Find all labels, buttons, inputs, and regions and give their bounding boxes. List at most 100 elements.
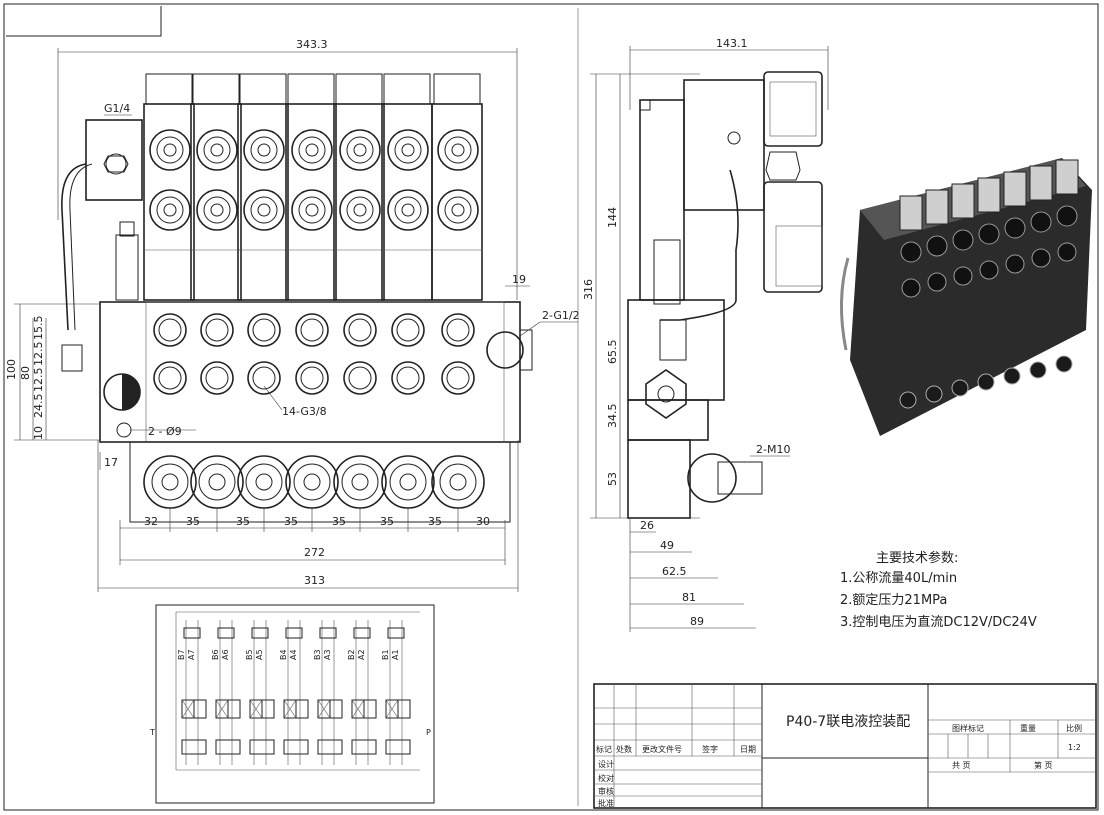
inlet-port-icon — [486, 331, 524, 369]
dim-2m10: 2-M10 — [756, 443, 790, 456]
iso-coil — [1029, 165, 1053, 201]
section-label: A6 — [221, 649, 230, 660]
port-box — [217, 627, 235, 639]
iso-port-icon — [1030, 211, 1052, 233]
iso-port-icon — [927, 272, 947, 292]
hdr-change-doc: 更改文件号 — [642, 744, 682, 754]
spool-box — [397, 699, 411, 719]
coil-port-icon — [387, 189, 429, 231]
sheets-total: 共 页 — [952, 761, 971, 770]
solenoid-head — [383, 73, 431, 105]
coil-port-icon — [291, 189, 333, 231]
work-port-icon — [295, 313, 329, 347]
port-box — [353, 627, 371, 639]
check-box — [249, 739, 275, 755]
iso-coil — [899, 195, 923, 231]
dim-272: 272 — [304, 546, 325, 559]
dim-19: 19 — [512, 273, 526, 286]
section-label: B1 — [381, 649, 390, 660]
isometric-render — [840, 158, 1092, 436]
work-port-icon — [153, 313, 187, 347]
corner-frame — [6, 6, 162, 37]
iso-knob-icon — [1003, 367, 1021, 385]
dim-24-5: 24.5 — [32, 394, 45, 419]
bottom-dim-label: 30 — [476, 515, 490, 528]
valve-body — [99, 301, 521, 443]
spool-box — [193, 699, 207, 719]
solenoid-head — [287, 73, 335, 105]
spool-box — [363, 699, 377, 719]
scale-value: 1:2 — [1068, 743, 1081, 752]
iso-knob-icon — [977, 373, 995, 391]
port-box — [387, 627, 405, 639]
check-box — [215, 739, 241, 755]
check-box — [385, 739, 411, 755]
section-label: A2 — [357, 649, 366, 660]
section-label: B2 — [347, 649, 356, 660]
solenoid-head — [145, 73, 193, 105]
hdr-scale: 比例 — [1066, 723, 1082, 733]
section-label: B3 — [313, 649, 322, 660]
side-actuator — [627, 439, 691, 519]
side-view: 143.1 316 144 65.5 34.5 53 2- — [582, 37, 829, 632]
side-coil-lower — [763, 181, 823, 293]
dim-53: 53 — [606, 472, 619, 486]
iso-knob-icon — [899, 391, 917, 409]
hdr-signature: 签字 — [702, 744, 718, 754]
iso-port-icon — [953, 266, 973, 286]
schematic-frame — [155, 604, 435, 804]
check-box — [181, 739, 207, 755]
side-top-block — [639, 99, 685, 301]
dim-81: 81 — [682, 591, 696, 604]
side-port-icon — [727, 131, 741, 145]
bottom-dim-label: 35 — [284, 515, 298, 528]
iso-port-icon — [1031, 248, 1051, 268]
iso-coil — [1003, 171, 1027, 207]
coil-port-icon — [196, 189, 238, 231]
section-label: A4 — [289, 649, 298, 660]
solenoid-head — [239, 73, 287, 105]
dim-62-5: 62.5 — [662, 565, 687, 578]
dim-17: 17 — [104, 456, 118, 469]
spool-box — [227, 699, 241, 719]
dim-49: 49 — [660, 539, 674, 552]
note-1: 1.公称流量40L/min — [840, 571, 957, 586]
coil-port-icon — [387, 129, 429, 171]
work-port-icon — [295, 361, 329, 395]
sheet-border — [3, 3, 1099, 811]
hdr-date: 日期 — [740, 745, 756, 754]
pilot-pipe — [61, 163, 87, 331]
section-label: A3 — [323, 649, 332, 660]
hdr-drawing-mark: 图样标记 — [952, 723, 984, 733]
section-label: A5 — [255, 649, 264, 660]
hdr-count: 处数 — [616, 744, 632, 754]
section-label: B5 — [245, 649, 254, 660]
iso-port-icon — [1057, 242, 1077, 262]
dim-10: 10 — [32, 426, 45, 440]
bottom-dim-label: 35 — [428, 515, 442, 528]
iso-port-icon — [979, 260, 999, 280]
section-label: A1 — [391, 649, 400, 660]
port-box — [319, 627, 337, 639]
work-port-icon — [391, 313, 425, 347]
dim-12-5b: 12.5 — [32, 368, 45, 393]
dim-65-5: 65.5 — [606, 340, 619, 365]
coil-port-icon — [437, 189, 479, 231]
notes-heading: 主要技术参数: — [876, 550, 958, 566]
side-bolt — [717, 461, 763, 495]
dim-89: 89 — [690, 615, 704, 628]
bottom-dim-label: 35 — [332, 515, 346, 528]
title-block: 标记 处数 更改文件号 签字 日期 设计 校对 审核 批准 P40-7联电液控装… — [593, 683, 1097, 809]
solenoid-coil — [190, 103, 242, 301]
solenoid-head — [335, 73, 383, 105]
solenoid-coil — [237, 103, 289, 301]
side-pilot-pipe — [660, 169, 739, 321]
coil-port-icon — [243, 129, 285, 171]
port-t-label: T — [149, 728, 155, 737]
coil-port-icon — [339, 189, 381, 231]
role-approve: 批准 — [598, 798, 614, 808]
bottom-dim-label: 35 — [236, 515, 250, 528]
iso-knob-icon — [951, 379, 969, 397]
bottom-dim-label: 35 — [380, 515, 394, 528]
